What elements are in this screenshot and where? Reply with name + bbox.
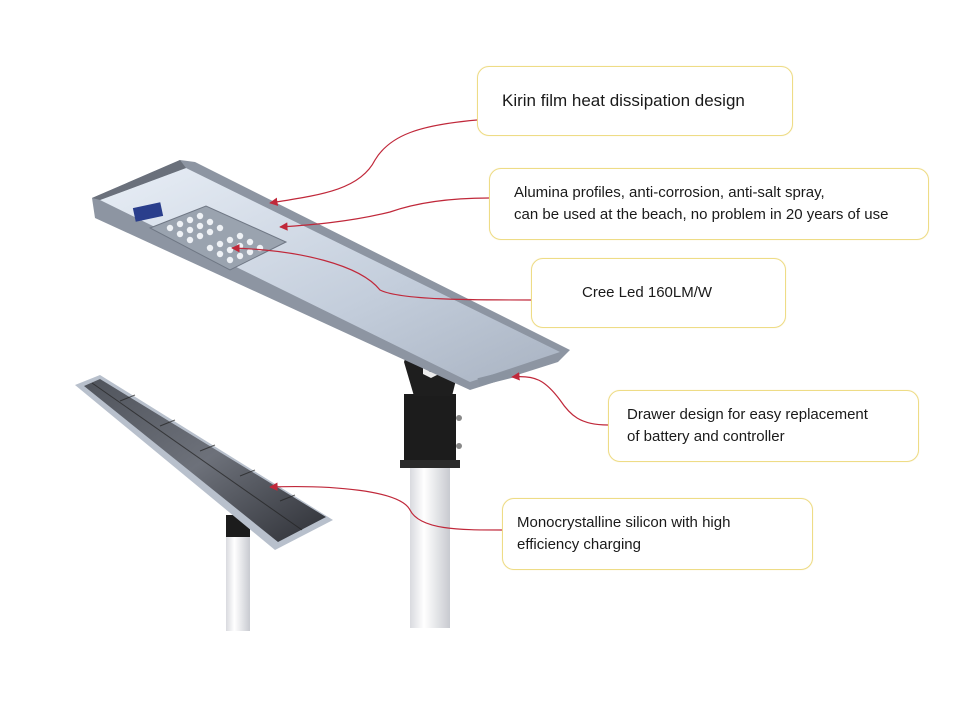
callout-text: Alumina profiles, anti-corrosion, anti-s… <box>514 184 889 223</box>
solar-panel <box>75 375 333 550</box>
lamp-head <box>92 160 570 390</box>
main-pole <box>400 394 462 628</box>
callout-alumina-profiles: Alumina profiles, anti-corrosion, anti-s… <box>489 168 929 240</box>
callout-text: Drawer design for easy replacement of ba… <box>627 406 868 445</box>
callout-drawer-design: Drawer design for easy replacement of ba… <box>608 390 919 462</box>
callout-text: Kirin film heat dissipation design <box>502 91 745 110</box>
callout-text: Cree Led 160LM/W <box>582 284 713 301</box>
solar-panel-pole <box>226 515 250 631</box>
callout-cree-led: Cree Led 160LM/W <box>531 258 786 328</box>
leader-lines <box>231 119 609 531</box>
callout-heat-dissipation: Kirin film heat dissipation design <box>477 66 793 136</box>
callout-mono-silicon: Monocrystalline silicon with high effici… <box>502 498 813 570</box>
callout-text: Monocrystalline silicon with high effici… <box>517 514 731 553</box>
led-array <box>148 205 288 271</box>
